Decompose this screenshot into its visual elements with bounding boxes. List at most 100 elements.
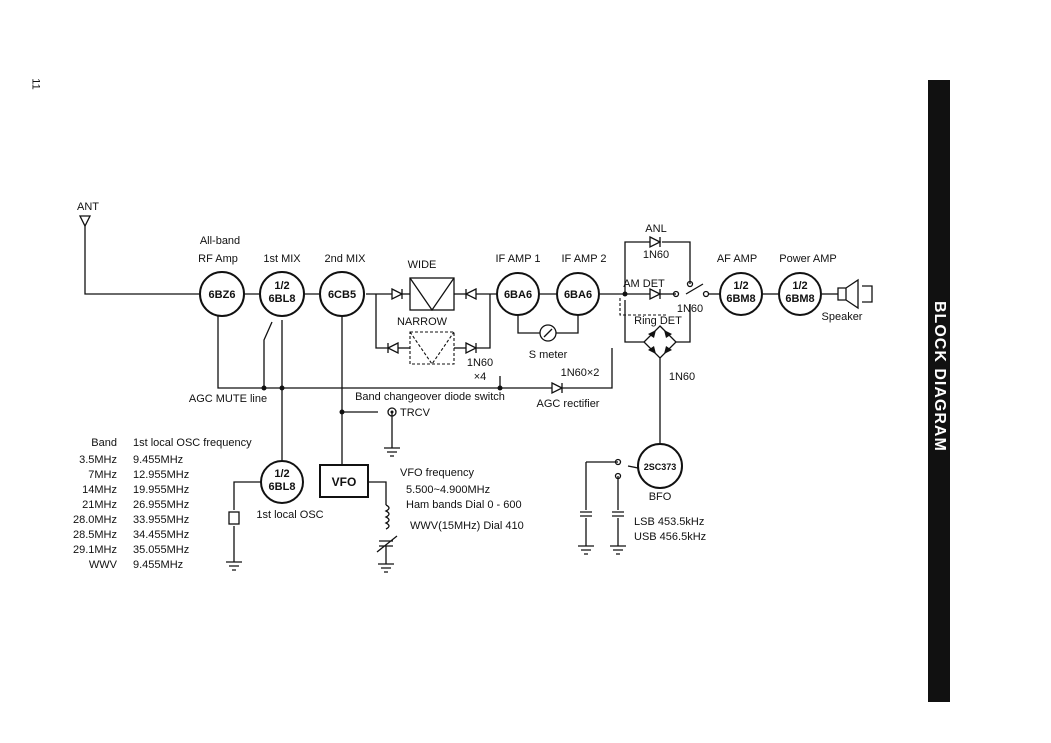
band-table-freq-cell: 34.455MHz — [133, 529, 189, 541]
diagram-title: BLOCK DIAGRAM — [931, 300, 948, 452]
switch-contact — [672, 290, 680, 298]
tube-if1-label: 6BA6 — [504, 289, 532, 301]
tube-af-label: 6BM8 — [726, 293, 755, 305]
agc-line-right — [562, 348, 613, 389]
band-table-freq-cell: 9.455MHz — [133, 454, 183, 466]
ground-icon — [226, 561, 242, 571]
band-table-band-cell: 3.5MHz — [79, 454, 117, 466]
wire-smeter-b — [556, 314, 579, 334]
junction-dot — [261, 385, 267, 391]
bfo-label: BFO — [649, 491, 672, 503]
band-switch-label: Band changeover diode switch — [355, 391, 505, 403]
usb-crystal-icon — [612, 511, 624, 517]
band-table-header-band: Band — [91, 437, 117, 449]
ring-det-outline — [619, 298, 668, 316]
tube-mix2 — [319, 271, 365, 317]
coil-icon — [384, 504, 390, 530]
vfo-info-range: 5.500~4.900MHz — [406, 484, 490, 496]
agc-diode-icon — [551, 381, 564, 395]
wire-ring-left — [624, 300, 644, 343]
tube-af-frac: 1/2 — [733, 280, 748, 292]
bfo-switch-contact — [614, 458, 622, 466]
vfo-info-heading: VFO frequency — [400, 467, 474, 479]
switch-contact — [702, 290, 710, 298]
wire-ring-right — [676, 304, 691, 343]
bfo-lsb-label: LSB 453.5kHz — [634, 516, 704, 528]
tube-osc-label: 6BL8 — [269, 481, 296, 493]
wire-narrow-out — [476, 294, 491, 349]
junction-dot — [497, 385, 503, 391]
narrow-filter — [409, 331, 455, 365]
bfo-switch-contact — [614, 472, 622, 480]
trcv-terminal-icon — [387, 407, 397, 417]
filter-diode-count: ×4 — [474, 371, 487, 383]
tube-af — [719, 272, 763, 316]
tube-osc-frac: 1/2 — [274, 468, 289, 480]
wide-label: WIDE — [408, 259, 437, 271]
all-band-label: All-band — [200, 235, 240, 247]
band-table-band-cell: 28.0MHz — [73, 514, 117, 526]
stage-labels: ANT All-band RF Amp 1st MIX 2nd MIX WIDE… — [77, 201, 863, 521]
band-table-freq-cell: 19.955MHz — [133, 484, 189, 496]
wiring — [78, 215, 838, 573]
if-amp1-label: IF AMP 1 — [495, 253, 540, 265]
antenna-wire — [84, 226, 200, 295]
band-table-band-cell: 21MHz — [82, 499, 117, 511]
am-det-label: AM DET — [623, 278, 665, 290]
bfo-lsb-wire — [585, 461, 618, 510]
tube-pwr-frac: 1/2 — [792, 280, 807, 292]
junction-dot — [339, 409, 345, 415]
band-table-band-cell: 14MHz — [82, 484, 117, 496]
tube-mix1-frac: 1/2 — [274, 280, 289, 292]
vfo-info: VFO frequency 5.500~4.900MHz Ham bands D… — [400, 467, 524, 532]
wire-narrow-in — [375, 294, 388, 349]
title-bar — [928, 80, 950, 702]
filters — [409, 277, 455, 365]
tube-bfo — [637, 443, 683, 489]
bfo-crystal-gnd-wires — [585, 518, 619, 546]
diodes — [386, 235, 677, 395]
diode-icon — [464, 287, 477, 301]
narrow-label: NARROW — [397, 316, 448, 328]
band-table-band-cell: 28.5MHz — [73, 529, 117, 541]
power-amp-label: Power AMP — [779, 253, 836, 265]
tube-mix1-label: 6BL8 — [269, 293, 296, 305]
ground-icon — [578, 545, 594, 555]
speaker-cone-icon — [862, 285, 873, 303]
tubes — [199, 271, 822, 504]
wide-filter — [409, 277, 455, 311]
ant-label: ANT — [77, 201, 99, 213]
tube-osc — [260, 460, 304, 504]
tube-pwr — [778, 272, 822, 316]
ground-icon — [610, 545, 626, 555]
diode-icon — [648, 346, 656, 354]
bfo-info: LSB 453.5kHz USB 456.5kHz — [634, 516, 706, 543]
meter-needle-icon — [543, 328, 553, 338]
wire-smeter-a — [517, 314, 540, 334]
tube-rf — [199, 271, 245, 317]
band-table-freq-cell: 9.455MHz — [133, 559, 183, 571]
vfo-info-ham: Ham bands Dial 0 - 600 — [406, 499, 522, 511]
ring-det-label: Ring DET — [634, 315, 682, 327]
first-mix-label: 1st MIX — [263, 253, 301, 265]
junction-dot — [622, 291, 628, 297]
tube-mix1 — [259, 271, 305, 317]
band-table-band-cell: WWV — [89, 559, 118, 571]
tube-if2 — [556, 272, 600, 316]
diode-icon — [664, 346, 672, 354]
band-table-band-cell: 7MHz — [88, 469, 117, 481]
wire-vfo-tank — [368, 481, 387, 505]
first-local-osc-label: 1st local OSC — [256, 509, 323, 521]
antenna-icon — [78, 215, 92, 228]
diode-icon — [391, 287, 404, 301]
junctions — [261, 280, 710, 480]
diode-icon — [664, 330, 672, 338]
second-mix-label: 2nd MIX — [325, 253, 367, 265]
vfo-info-wwv: WWV(15MHz) Dial 410 — [410, 520, 524, 532]
am-det-diode-icon — [649, 287, 662, 301]
wire-anl-in — [624, 241, 650, 294]
tube-if1 — [496, 272, 540, 316]
vfo-box-label: VFO — [332, 475, 357, 489]
